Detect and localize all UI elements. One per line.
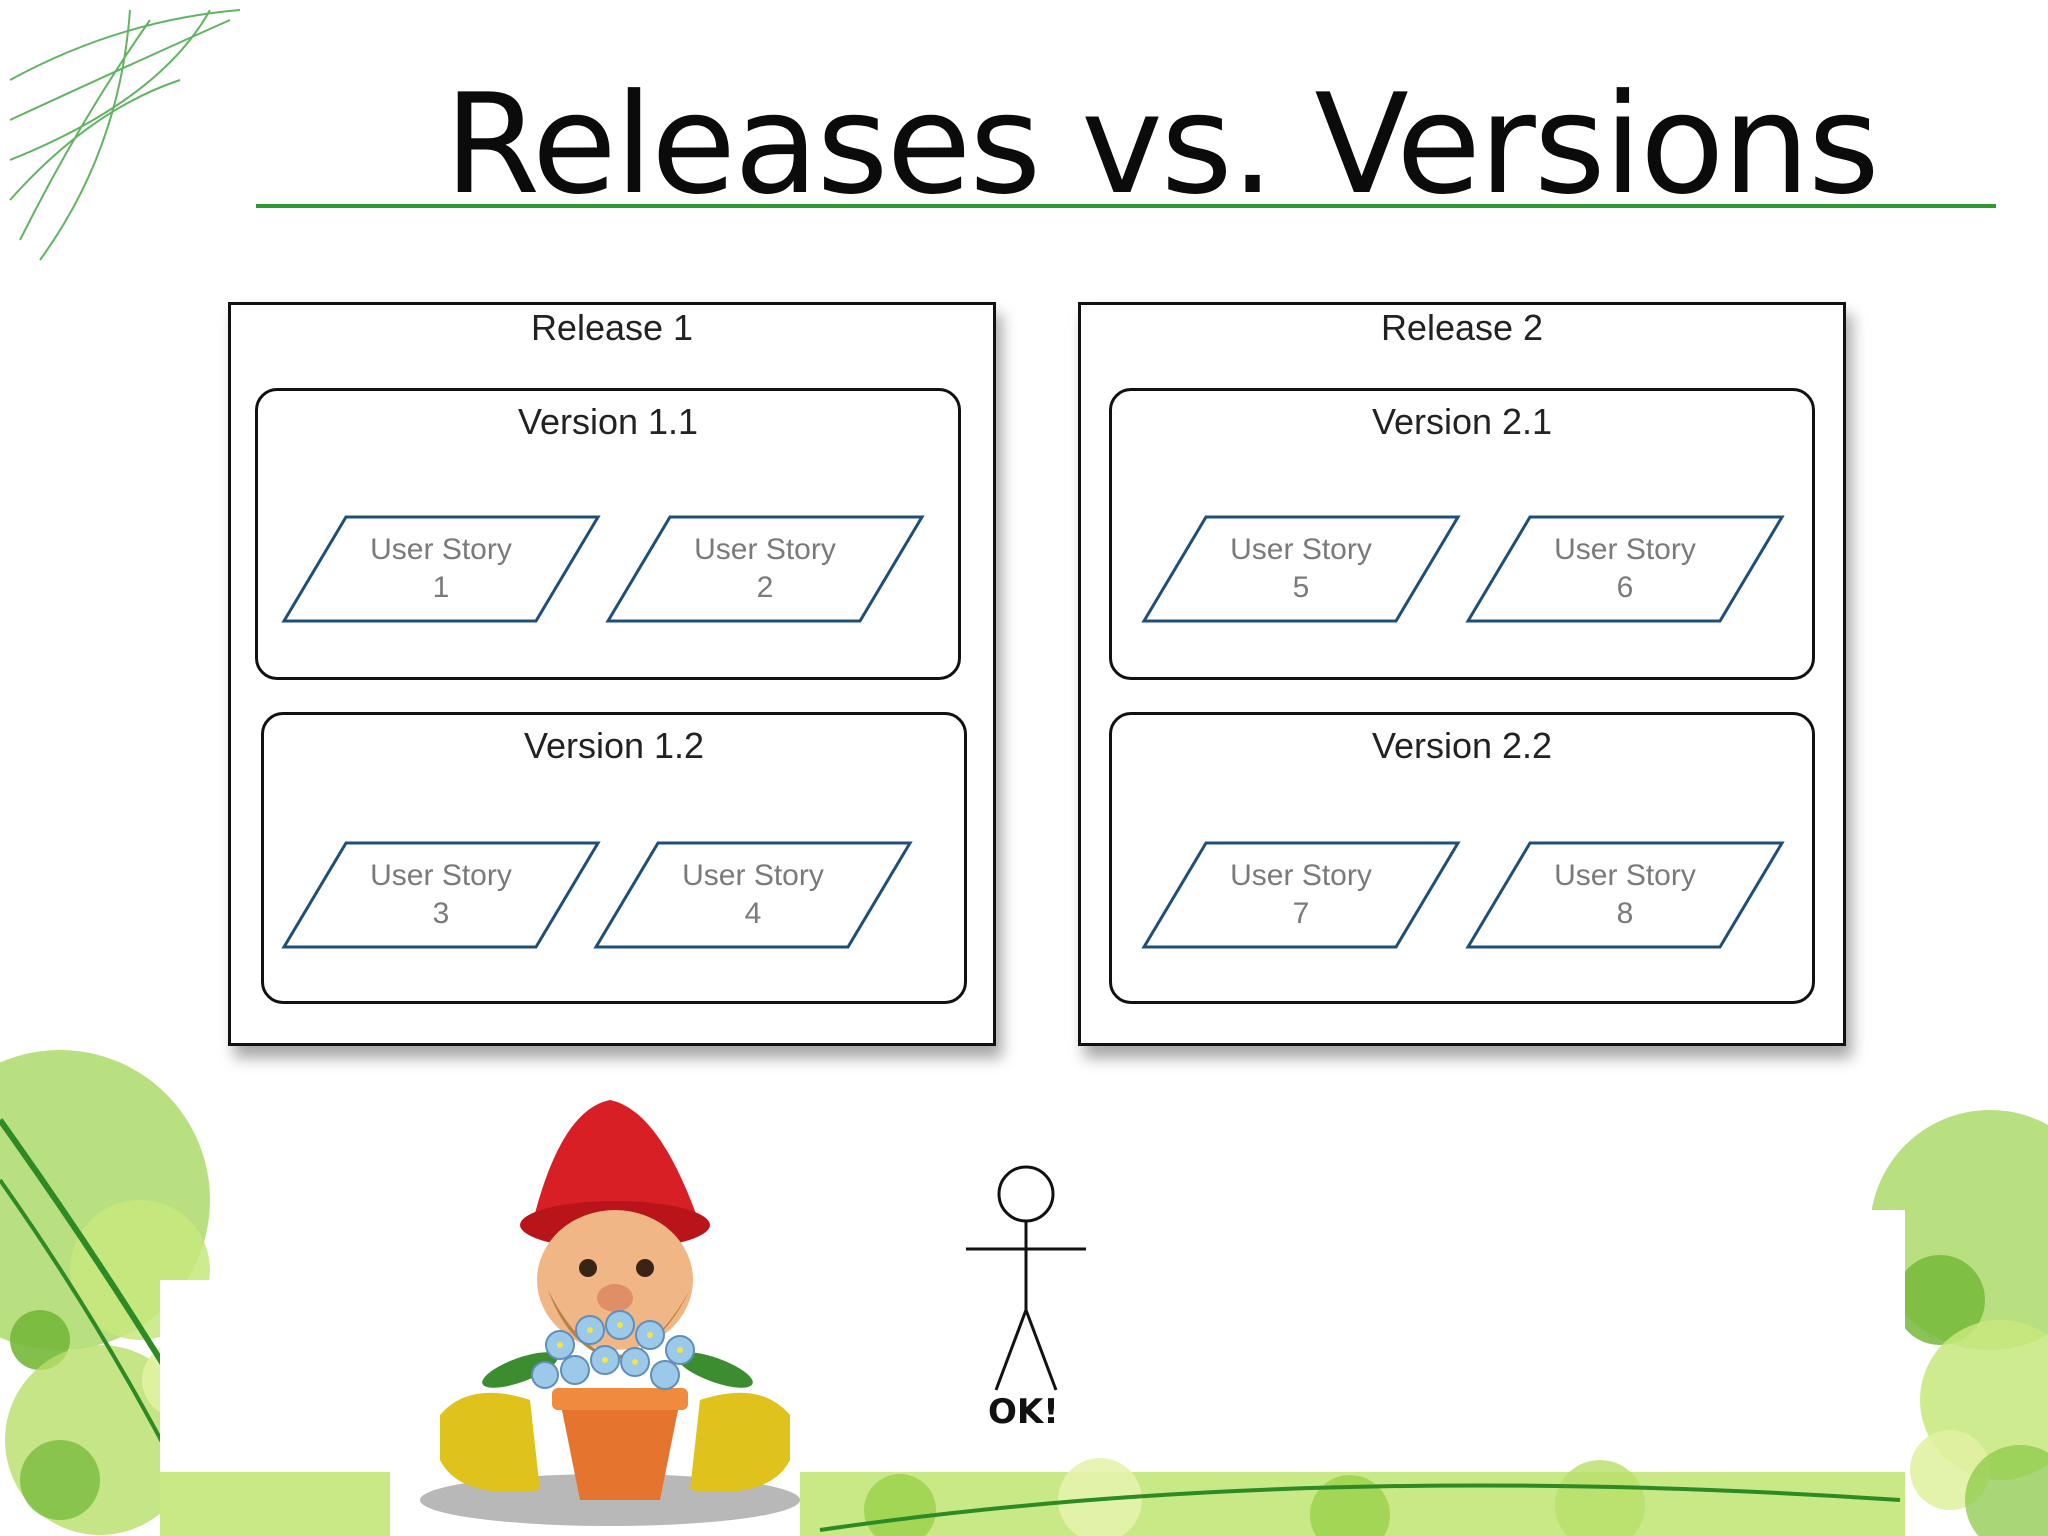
release-label: Release 1 — [530, 307, 694, 348]
user-story-3: User Story 3 — [281, 841, 601, 949]
user-story-1: User Story 1 — [281, 515, 601, 623]
version-label: Version 2.1 — [1371, 401, 1553, 442]
version-box-1-1: Version 1.1 User Story 1 User Story 2 — [255, 388, 961, 680]
user-story-title: User Story — [1554, 859, 1696, 892]
user-story-number: 5 — [1292, 571, 1310, 604]
version-label: Version 2.2 — [1371, 725, 1553, 766]
user-story-number: 2 — [756, 571, 774, 604]
user-story-title: User Story — [370, 533, 512, 566]
release-box-1: Release 1 Version 1.1 User Story 1 User S… — [228, 302, 996, 1046]
version-label: Version 1.1 — [517, 401, 699, 442]
user-story-title: User Story — [370, 859, 512, 892]
user-story-number: 3 — [432, 897, 450, 930]
user-story-title: User Story — [1230, 859, 1372, 892]
user-story-number: 8 — [1616, 897, 1634, 930]
user-story-2: User Story 2 — [605, 515, 925, 623]
release-box-2: Release 2 Version 2.1 User Story 5 User S… — [1078, 302, 1846, 1046]
title-underline — [256, 204, 1996, 208]
user-story-title: User Story — [1554, 533, 1696, 566]
version-box-1-2: Version 1.2 User Story 3 User Story 4 — [261, 712, 967, 1004]
version-box-2-1: Version 2.1 User Story 5 User Story 6 — [1109, 388, 1815, 680]
user-story-number: 1 — [432, 571, 450, 604]
user-story-8: User Story 8 — [1465, 841, 1785, 949]
user-story-7: User Story 7 — [1141, 841, 1461, 949]
user-story-5: User Story 5 — [1141, 515, 1461, 623]
version-label: Version 1.2 — [523, 725, 705, 766]
version-box-2-2: Version 2.2 User Story 7 User Story 8 — [1109, 712, 1815, 1004]
user-story-number: 6 — [1616, 571, 1634, 604]
user-story-title: User Story — [682, 859, 824, 892]
user-story-number: 7 — [1292, 897, 1310, 930]
user-story-title: User Story — [694, 533, 836, 566]
stick-figure-caption: OK! — [988, 1392, 1059, 1432]
user-story-4: User Story 4 — [593, 841, 913, 949]
release-label: Release 2 — [1380, 307, 1544, 348]
slide-title: Releases vs. Versions — [444, 64, 1880, 225]
user-story-6: User Story 6 — [1465, 515, 1785, 623]
user-story-number: 4 — [744, 897, 762, 930]
user-story-title: User Story — [1230, 533, 1372, 566]
